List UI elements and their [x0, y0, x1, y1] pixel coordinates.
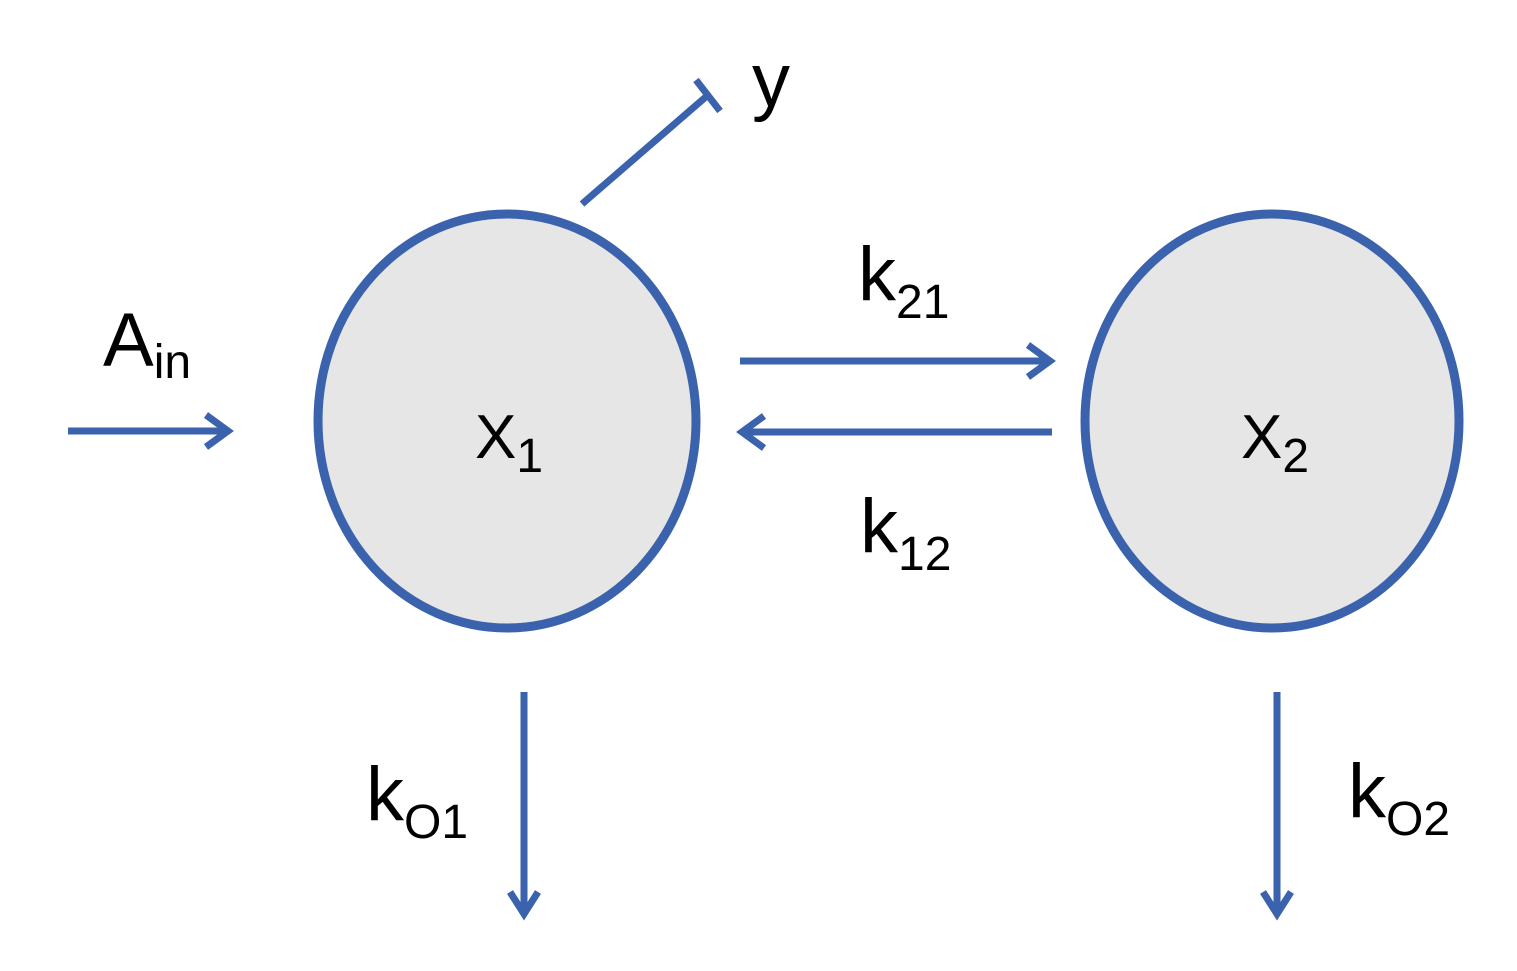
- compartment-x2-node: [1080, 209, 1464, 633]
- label-inhibit: y: [752, 38, 790, 123]
- label-x1-sub: 1: [516, 430, 543, 483]
- label-x2-main: X: [1241, 403, 1282, 472]
- arrow-ko2: [1260, 692, 1294, 921]
- input-arrow: [68, 412, 234, 450]
- label-input-sub: in: [154, 336, 191, 389]
- label-k21-main: k: [858, 232, 897, 317]
- arrow-k12: [736, 413, 1052, 451]
- compartment-x1-node: [313, 209, 701, 633]
- label-k21-sub: 21: [896, 276, 949, 329]
- label-ko1: kO1: [366, 752, 468, 849]
- inhibition-edge: [579, 77, 723, 207]
- label-ko2-sub: O2: [1386, 793, 1450, 846]
- label-k21: k21: [858, 232, 949, 329]
- arrow-ko1: [507, 692, 541, 921]
- label-ko2-main: k: [1348, 749, 1387, 834]
- label-k12-main: k: [860, 484, 899, 569]
- label-k12: k12: [860, 484, 951, 581]
- label-x1-main: X: [475, 403, 516, 472]
- arrow-k21: [740, 342, 1056, 380]
- label-ko1-sub: O1: [404, 796, 468, 849]
- label-x2-sub: 2: [1282, 430, 1309, 483]
- label-k12-sub: 12: [898, 528, 951, 581]
- label-x1: X1: [475, 403, 543, 483]
- label-ko1-main: k: [366, 752, 405, 837]
- label-x2: X2: [1241, 403, 1309, 483]
- label-input: Ain: [103, 298, 191, 389]
- label-ko2: kO2: [1348, 749, 1450, 846]
- label-input-main: A: [103, 298, 154, 383]
